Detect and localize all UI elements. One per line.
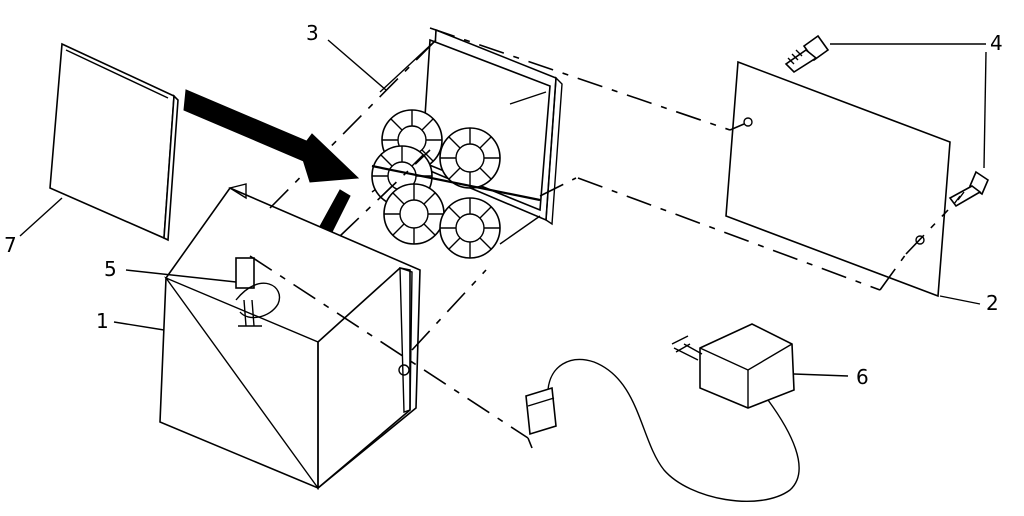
part-3-fan-assembly (371, 28, 563, 259)
callout-1: 1 (96, 309, 109, 333)
callout-7: 7 (4, 233, 17, 257)
power-cable (525, 358, 800, 502)
part-4-screw-upper (784, 34, 830, 74)
part-7-filter-panel (49, 42, 179, 242)
callout-2: 2 (986, 291, 999, 315)
leader-lines (19, 39, 987, 377)
part-5-switch (235, 257, 281, 327)
part-2-back-plate (725, 60, 951, 298)
callout-6: 6 (856, 365, 869, 389)
part-4-screw-lower (948, 170, 989, 208)
rotor-lower-left (383, 183, 445, 245)
part-6-power-adapter (671, 323, 795, 409)
callout-3: 3 (306, 21, 319, 45)
callout-4: 4 (990, 31, 1003, 55)
callout-5: 5 (104, 257, 117, 281)
assembly-lines (249, 27, 949, 449)
rotor-lower-right (439, 197, 501, 259)
airflow-arrow (183, 89, 360, 237)
part-1-housing (159, 183, 421, 491)
rotor-upper-right (439, 127, 501, 189)
